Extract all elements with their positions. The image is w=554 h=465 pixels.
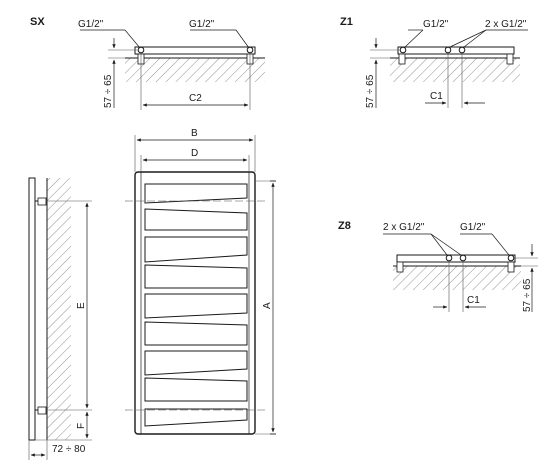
z8-c1-dim: C1 [467,295,480,306]
sx-wall-hatch [125,58,265,82]
z8-wall-hatch [393,266,521,290]
sx-rail [134,46,256,55]
front-bar [144,236,248,263]
z1-connection-left [399,46,407,54]
front-bar [144,183,248,204]
front-bar [144,264,248,289]
z1-height-dim: 57 ÷ 65 [365,74,376,108]
front-d-dim: D [191,148,198,159]
z8-connection-left [445,254,453,262]
z1-wall-hatch [390,58,520,82]
z1-c1-dim: C1 [430,91,443,102]
sx-conn-left-label: G1/2" [78,19,104,30]
front-bar [144,350,248,376]
side-e-dim: E [76,302,87,309]
z1-title: Z1 [340,16,353,28]
z8-rail [396,254,516,263]
front-a-dim: A [262,302,273,309]
front-bars [144,183,248,427]
z8-height-dim: 57 ÷ 65 [522,278,533,312]
z1-conn-left-label: G1/2" [423,19,449,30]
front-b-dim: B [191,128,198,139]
z8-title: Z8 [338,220,351,232]
sx-c2-dim: C2 [189,93,202,104]
view-sx: SX G1/2" G1/2" 57 ÷ 65 C2 [30,16,265,110]
view-front: B D A [125,128,276,435]
side-radiator-profile [28,177,36,441]
side-depth-dim: 72 ÷ 80 [52,444,86,455]
sx-conn-right-label: G1/2" [189,19,215,30]
view-z1: Z1 G1/2" 2 x G1/2" 57 ÷ 65 C1 [340,16,528,108]
z1-connection-right [458,46,466,54]
side-wall-hatch [47,178,71,440]
view-side: E F 72 ÷ 80 [28,177,92,460]
front-bar [144,408,248,427]
z1-conn-right-label: 2 x G1/2" [485,19,527,30]
side-bracket-bottom [37,406,47,415]
front-bar [144,321,248,346]
z8-connection-right [507,254,515,262]
z8-connection-mid [459,254,467,262]
front-bar [144,377,248,402]
sx-connection-left [137,46,145,54]
z1-rail [397,46,515,55]
side-bracket-top [37,197,47,206]
sx-height-dim: 57 ÷ 65 [103,74,114,108]
view-z8: Z8 2 x G1/2" G1/2" 57 ÷ 65 C1 [338,220,538,312]
z8-conn-right-label: G1/2" [460,222,486,233]
side-f-dim: F [76,423,87,429]
sx-connection-right [246,46,254,54]
sx-title: SX [30,16,45,28]
front-bar [144,208,248,231]
z8-conn-left-label: 2 x G1/2" [383,222,425,233]
z1-connection-mid [444,46,452,54]
front-bar [144,293,248,319]
